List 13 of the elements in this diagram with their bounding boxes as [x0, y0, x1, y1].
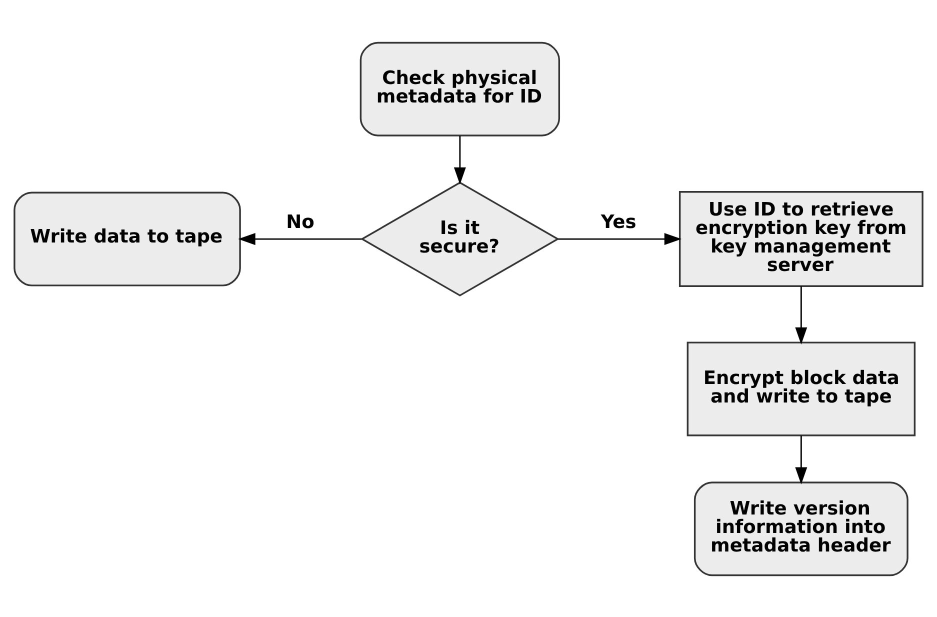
node-box: Use ID to retrieve encryption key from key management server [678, 190, 924, 287]
arrow [795, 286, 808, 344]
arrow [795, 435, 808, 484]
node-box: Write version information into metadata header [694, 481, 908, 576]
arrow [454, 135, 466, 184]
node-diamond: Is it secure? [360, 181, 560, 296]
arrow [558, 232, 682, 245]
node-box: Encrypt block data and write to tape [686, 341, 916, 436]
edge-label: Yes [600, 212, 636, 233]
edge-label: No [286, 212, 314, 233]
node-box: Check physical metadata for ID [360, 41, 560, 136]
node-box: Write data to tape [14, 191, 241, 286]
arrow [238, 232, 362, 245]
